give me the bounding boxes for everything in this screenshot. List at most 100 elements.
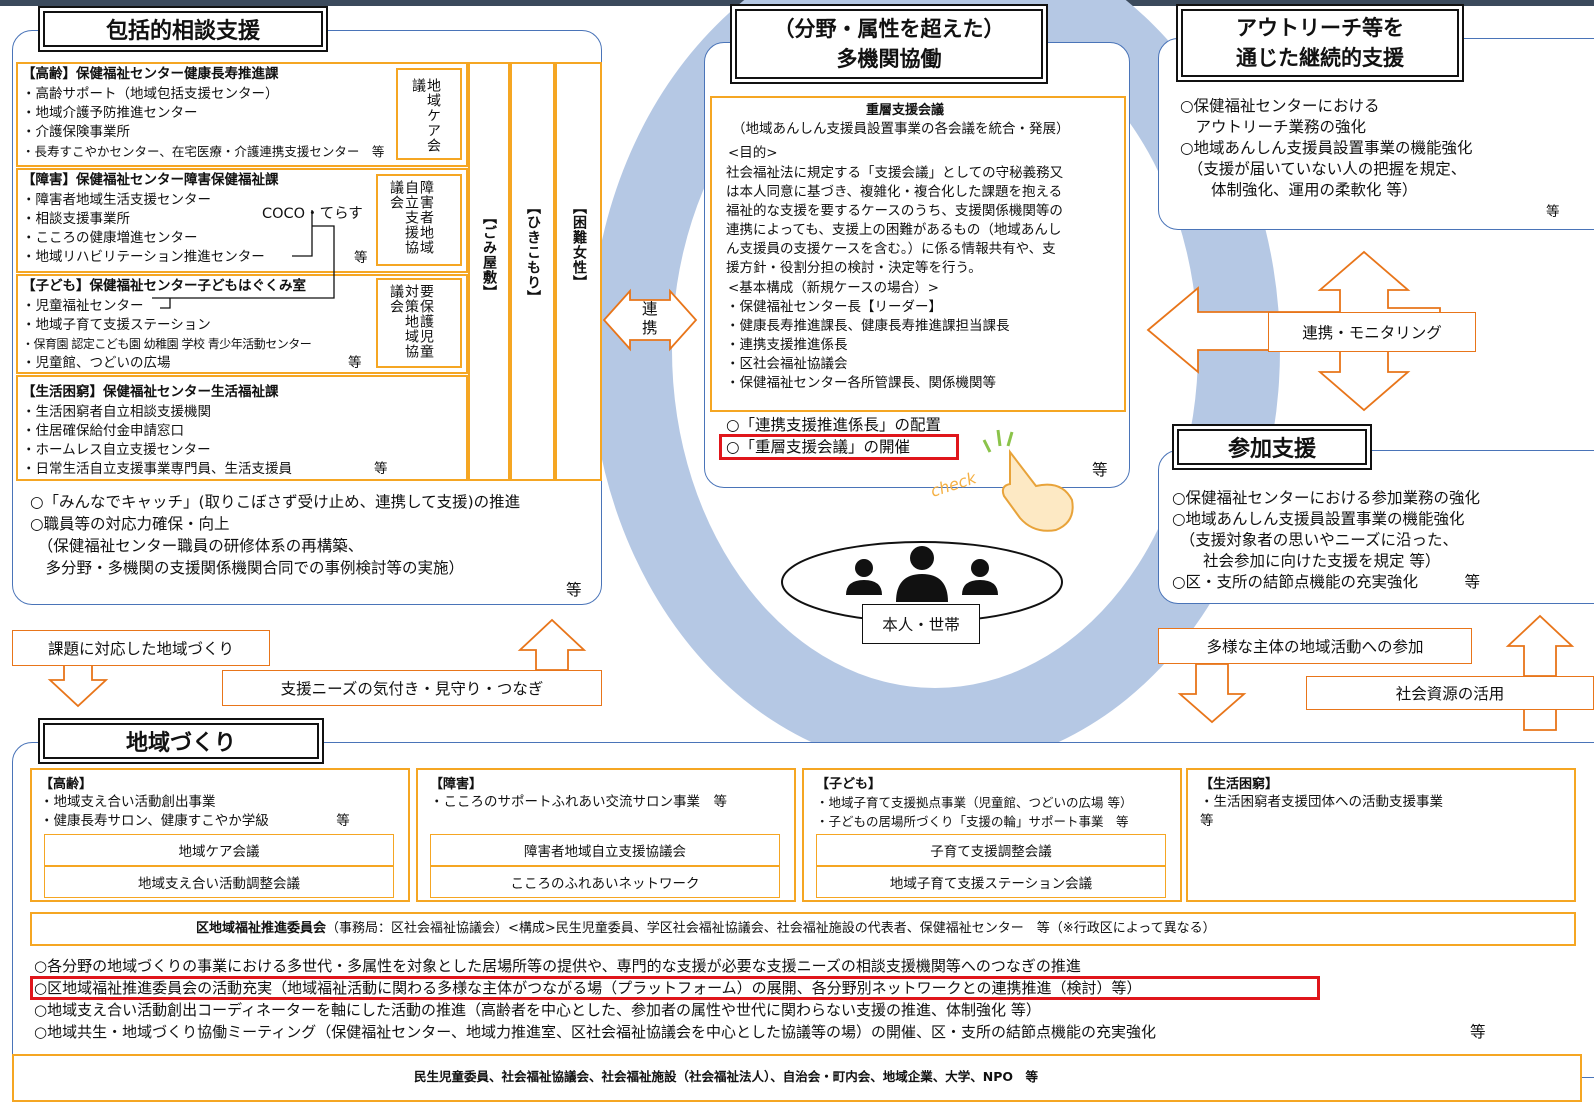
kadai-label: 課題に対応した地域づくり	[12, 630, 270, 666]
column-label-hikikomori: 【ひきこもり】	[525, 200, 541, 305]
comprehensive-bullet: （保健福祉センター職員の研修体系の再構築、	[30, 537, 364, 555]
highlight-meeting	[719, 434, 959, 460]
community-bullet: ○地域共生・地域づくり協働ミーティング（保健福祉センター、地域力推進室、区社会福…	[34, 1023, 1157, 1041]
collaboration-title: （分野・属性を超えた） 多機関協働	[730, 4, 1048, 84]
collaboration-bullet: ○「連携支援推進係長」の配置	[726, 416, 942, 434]
outreach-title: アウトリーチ等を 通じた継続的支援	[1176, 4, 1464, 82]
committee-name: 区地域福祉推進委員会	[196, 921, 327, 936]
shigen-label: 社会資源の活用	[1306, 676, 1594, 710]
community-col-poverty	[1186, 768, 1576, 902]
structure-line: ・保健福祉センター各所管課長、関係機関等	[726, 375, 996, 391]
council-box-disability	[376, 174, 462, 266]
community-box: 障害者地域自立支援協議会	[430, 834, 780, 866]
community-line: ・地域子育て支援拠点事業（児童館、つどいの広場 等）	[816, 795, 1133, 810]
council-box-elderly	[396, 68, 462, 160]
children-line: ・児童福祉センター	[22, 298, 144, 314]
poverty-line: ・日常生活自立支援事業専門員、生活支援員	[22, 461, 292, 477]
poverty-line: ・ホームレス自立支援センター	[22, 442, 211, 458]
footer-text: 民生児童委員、社会福祉協議会、社会福祉施設（社会福祉法人）、自治会・町内会、地域…	[414, 1069, 1039, 1084]
structure-line: ・連携支援推進係長	[726, 337, 848, 353]
participation-text: ○保健福祉センターにおける参加業務の強化 ○地域あんしん支援員設置事業の機能強化…	[1172, 489, 1481, 591]
center-label: 本人・世帯	[862, 604, 980, 644]
elderly-line: ・地域介護予防推進センター	[22, 105, 198, 121]
comprehensive-bullet: 多分野・多機関の支援関係機関合同での事例検討等の実施）	[30, 559, 465, 577]
meeting-subtitle: （地域あんしん支援員設置事業の各会議を統合・発展）	[732, 121, 1070, 137]
purpose-text: 社会福祉法に規定する「支援会議」としての守秘義務又 は本人同意に基づき、複雑化・…	[726, 165, 1064, 276]
participation-title: 参加支援	[1172, 424, 1372, 470]
community-etc: 等	[1470, 1023, 1486, 1041]
elderly-line: ・介護保険事業所	[22, 124, 130, 140]
tayou-arrow	[1177, 663, 1247, 724]
purpose-head: <目的>	[728, 145, 778, 161]
section-poverty	[16, 375, 468, 481]
community-bullet: ○各分野の地域づくりの事業における多世代・多属性を対象とした居場所等の提供や、専…	[34, 957, 1081, 975]
community-head: 【生活困窮】	[1200, 777, 1279, 792]
poverty-head: 【生活困窮】保健福祉センター生活福祉課	[22, 384, 279, 400]
kadai-arrow	[47, 664, 109, 708]
monitoring-label: 連携・モニタリング	[1268, 312, 1476, 352]
community-line: ・子どもの居場所づくり「支援の輪」サポート事業 等	[816, 814, 1129, 829]
structure-head: <基本構成（新規ケースの場合）>	[728, 280, 939, 296]
poverty-line: ・生活困窮者自立相談支援機関	[22, 404, 211, 420]
poverty-line: ・住居確保給付金申請窓口	[22, 423, 184, 439]
community-box: 子育て支援調整会議	[816, 834, 1166, 866]
elderly-line: ・高齢サポート（地域包括支援センター）	[22, 86, 279, 102]
pointing-hand-icon	[1332, 966, 1402, 1070]
committee-text: 区地域福祉推進委員会（事務局：区社会福祉協議会）<構成>民生児童委員、学区社会福…	[196, 920, 1216, 938]
council-elderly: 地域ケア会議	[410, 78, 441, 153]
community-title: 地域づくり	[38, 718, 324, 764]
comprehensive-etc: 等	[566, 581, 582, 599]
column-hikikomori	[510, 62, 555, 481]
council-box-children	[376, 278, 462, 368]
council-children: 要保護児童対策地域協議会	[388, 284, 434, 359]
community-head: 【障害】	[430, 777, 483, 792]
renkei-label: 連 携	[642, 300, 658, 337]
community-box: こころのふれあいネットワーク	[430, 866, 780, 898]
needs-label: 支援ニーズの気付き・見守り・つなぎ	[222, 670, 602, 706]
elderly-head: 【高齢】保健福祉センター健康長寿推進課	[22, 66, 279, 82]
disability-line: ・地域リハビリテーション推進センター	[22, 249, 265, 265]
community-line: ・生活困窮者支援団体への活動支援事業	[1200, 794, 1443, 810]
collaboration-etc: 等	[1092, 461, 1108, 479]
collaboration-bullet: ○「重層支援会議」の開催	[726, 438, 911, 456]
community-head: 【子ども】	[816, 777, 882, 792]
community-line: ・地域支え合い活動創出事業	[40, 794, 216, 810]
outreach-text: ○保健福祉センターにおける アウトリーチ業務の強化 ○地域あんしん支援員設置事業…	[1180, 97, 1473, 199]
children-line: ・保育園 認定こども園 幼稚園 学校 青少年活動センター	[22, 337, 312, 351]
community-line: ・健康長寿サロン、健康すこやか学級 等	[40, 813, 350, 829]
children-head: 【子ども】保健福祉センター子どもはぐくみ室	[22, 278, 307, 294]
section-elderly	[16, 62, 468, 167]
meeting-title: 重層支援会議	[866, 103, 945, 118]
structure-line: ・区社会福祉協議会	[726, 356, 848, 372]
people-icon	[846, 546, 998, 602]
community-box: 地域子育て支援ステーション会議	[816, 866, 1166, 898]
footer-box	[12, 1054, 1582, 1102]
disability-line: ・相談支援事業所	[22, 211, 130, 227]
community-box: 地域支え合い活動調整会議	[44, 866, 394, 898]
disability-head: 【障害】保健福祉センター障害保健福祉課	[22, 172, 279, 188]
coco-bracket	[152, 210, 335, 309]
comprehensive-bullet: ○「みんなでキャッチ」(取りこぼさず受け止め、連携して支援)の推進	[30, 493, 521, 511]
structure-line: ・保健福祉センター長【リーダー】	[726, 299, 942, 315]
community-box: 地域ケア会議	[44, 834, 394, 866]
comprehensive-bullet: ○職員等の対応力確保・向上	[30, 515, 230, 533]
community-head: 【高齢】	[40, 777, 93, 792]
meeting-box	[710, 96, 1126, 412]
council-disability: 障害者地域自立支援協議会	[388, 180, 434, 255]
column-label-konnan: 【困難女性】	[571, 200, 587, 290]
children-etc: 等	[348, 355, 362, 371]
community-bullet: ○地域支え合い活動創出コーディネーターを軸にした活動の推進（高齢者を中心とした、…	[34, 1001, 1041, 1019]
column-gomi	[468, 62, 510, 481]
poverty-etc: 等	[374, 461, 388, 477]
children-line: ・児童館、つどいの広場	[22, 355, 171, 371]
column-konnan	[555, 62, 602, 481]
committee-box	[30, 912, 1576, 946]
children-line: ・地域子育て支援ステーション	[22, 317, 211, 333]
disability-line: ・障害者地域生活支援センター	[22, 192, 211, 208]
elderly-line: ・長寿すこやかセンター、在宅医療・介護連携支援センター 等	[22, 144, 385, 159]
needs-arrow	[517, 618, 587, 671]
participation-panel	[1158, 450, 1594, 604]
pointing-hand-icon	[982, 429, 1074, 532]
column-label-gomi: 【ごみ屋敷】	[481, 210, 497, 300]
disability-etc: 等	[354, 250, 368, 266]
